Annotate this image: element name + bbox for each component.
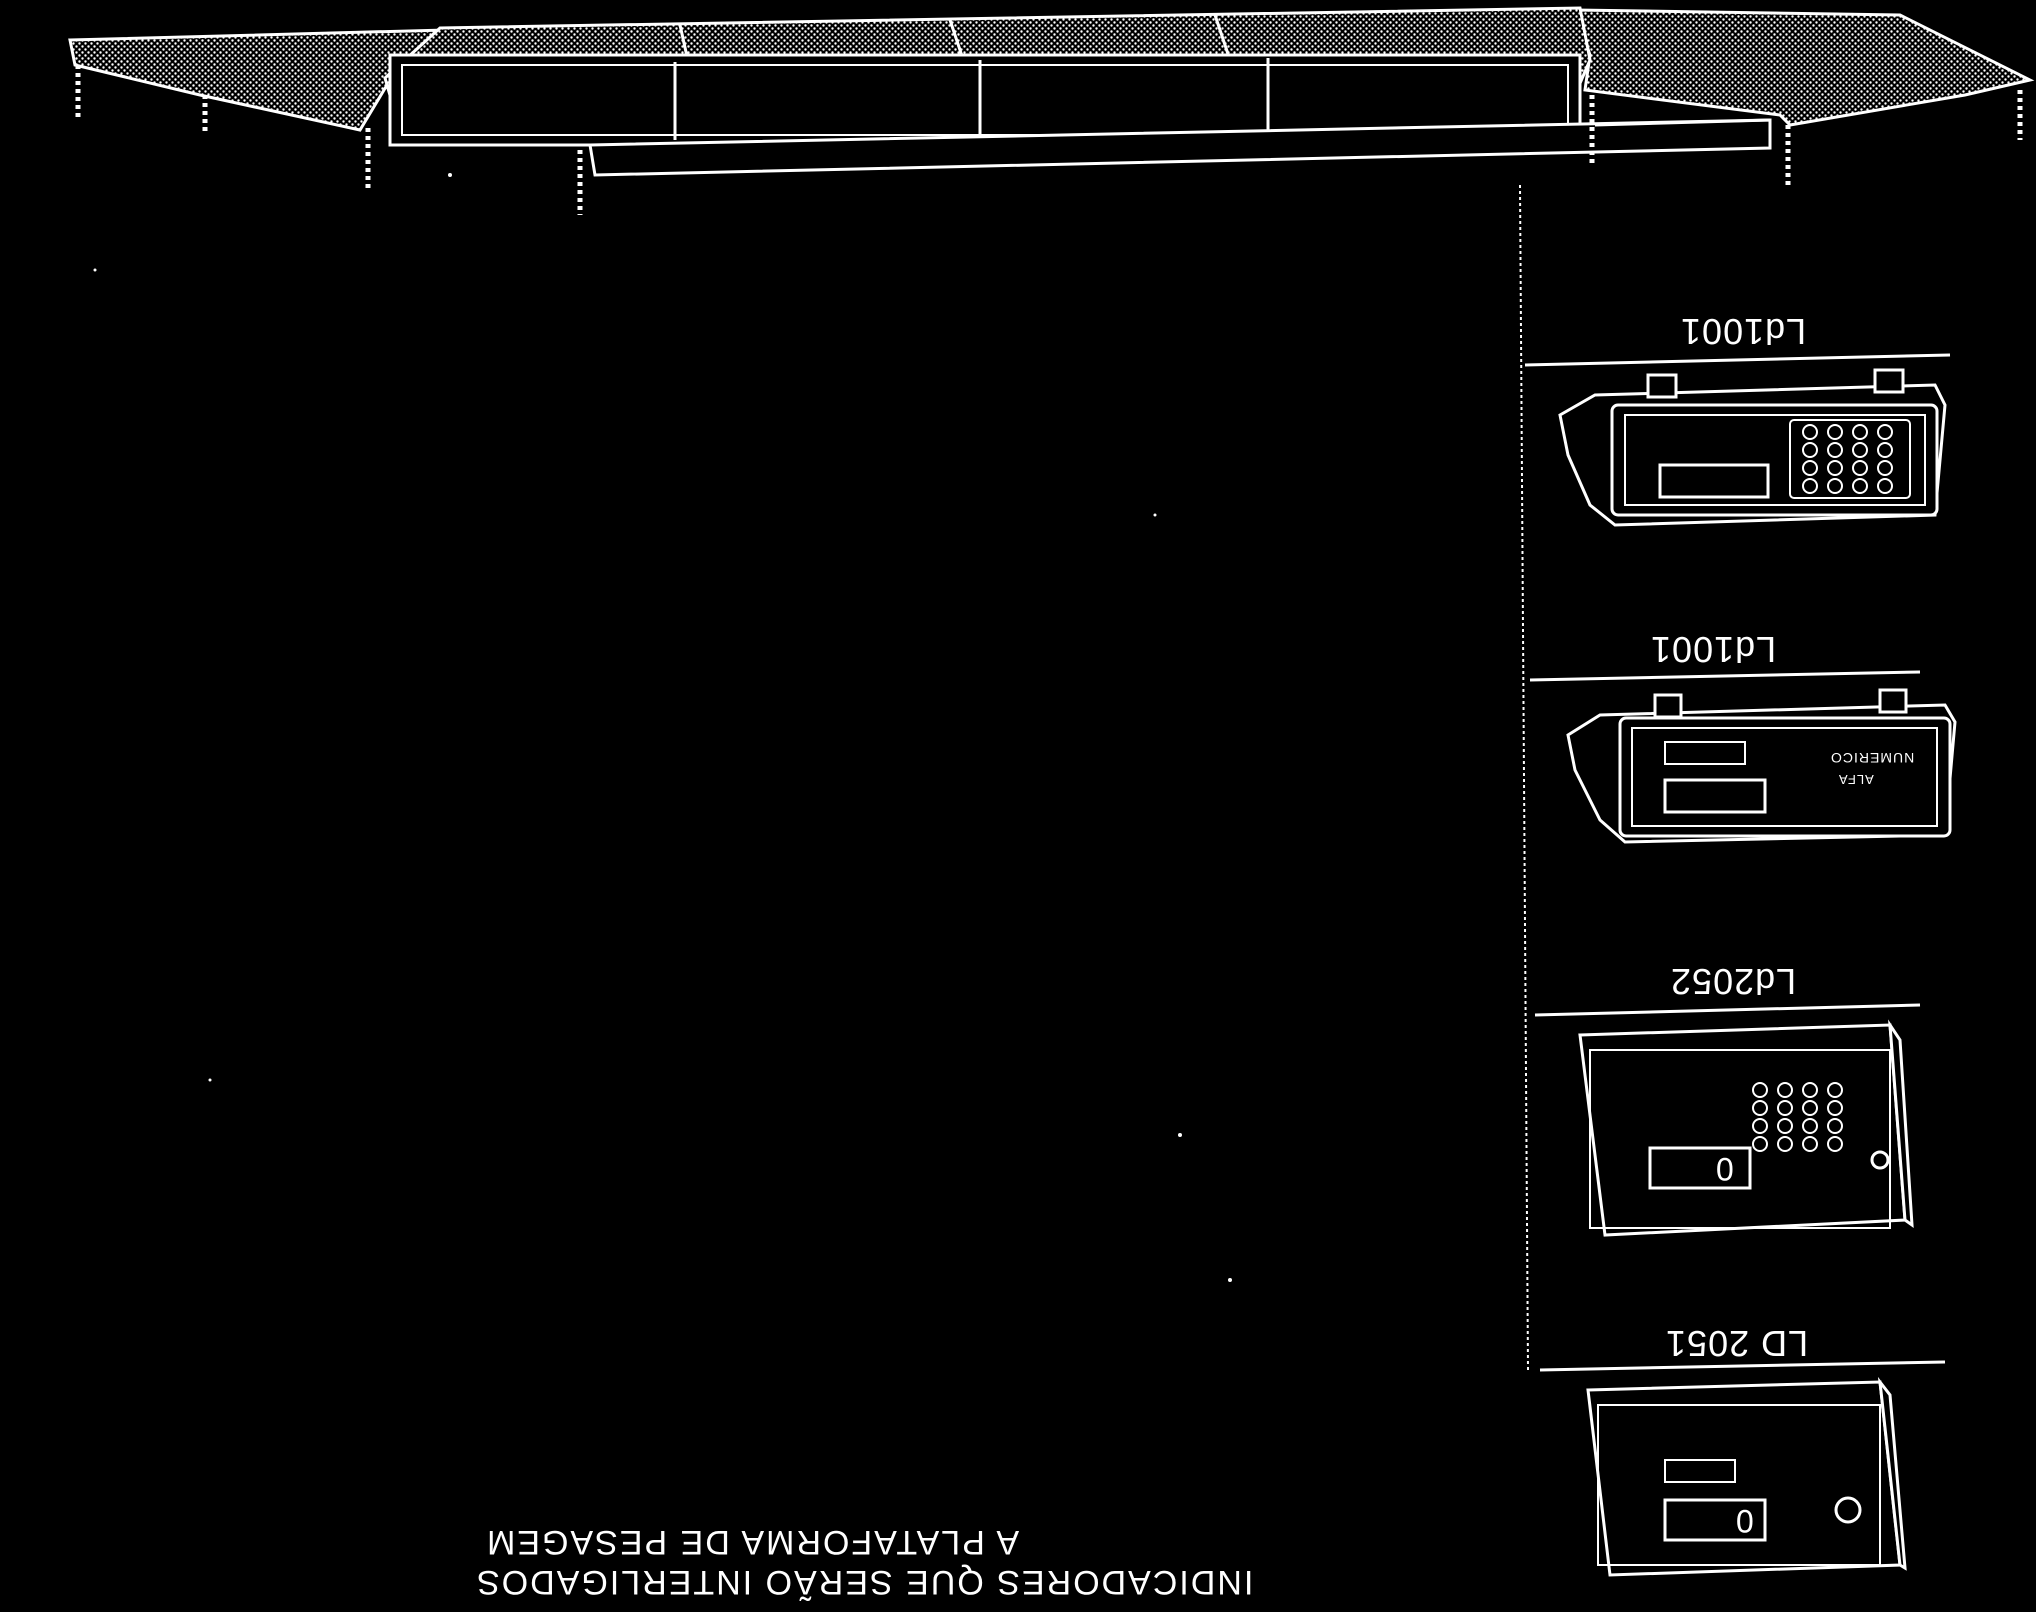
cable-line <box>1519 184 1529 1371</box>
caption-line-2: A PLATAFORMA DE PESAGEM <box>485 1523 1020 1561</box>
indicator-3-model-label: Ld2052 <box>1670 961 1797 1002</box>
indicator-2-device <box>1566 688 1957 844</box>
caption-line-1: INDICADORES QUE SERÃO INTERLIGADOS <box>475 1563 1254 1601</box>
indicator-1-model-label: Ld1001 <box>1680 311 1807 352</box>
indicator-4-device <box>1586 1376 1907 1577</box>
indicator-2-panel-numeric: NUMERICO <box>1830 750 1915 766</box>
indicator-3-readout: 0 <box>1715 1151 1734 1187</box>
indicator-1-device <box>1558 368 1947 527</box>
platform-legs <box>75 65 2023 215</box>
right-ramp <box>1572 8 2035 127</box>
indicator-3-device <box>1578 1019 1914 1237</box>
indicator-4-readout: 0 <box>1735 1503 1754 1539</box>
indicator-2-model-label: Ld1001 <box>1650 629 1777 670</box>
weighing-platform <box>68 6 2035 215</box>
platform-lower-beam <box>588 118 1772 177</box>
indicator-separators <box>1524 353 1951 1372</box>
indicator-4-model-label: LD 2051 <box>1665 1323 1809 1364</box>
scan-specks <box>93 173 1232 1282</box>
indicator-2-panel-alpha: ALFA <box>1838 772 1874 787</box>
